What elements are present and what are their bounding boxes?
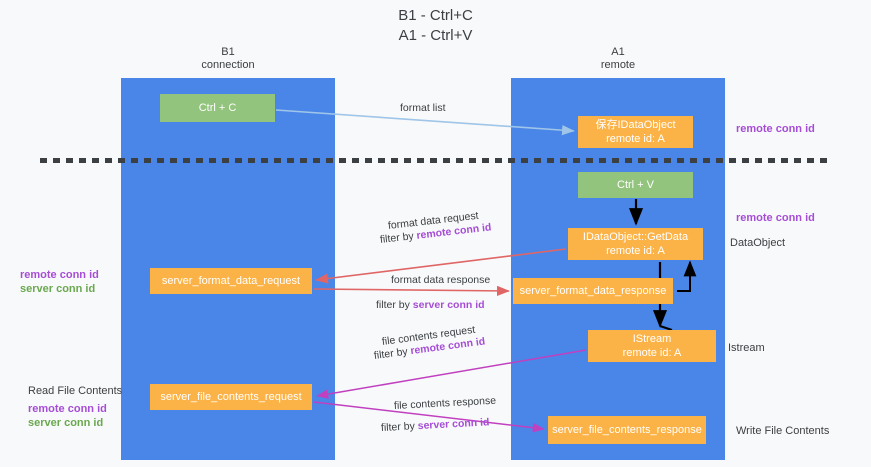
- annotation-read-file-contents: Read File Contents: [28, 385, 123, 397]
- column-b1-name: B1: [221, 46, 235, 58]
- title-line-2: A1 - Ctrl+V: [398, 27, 473, 44]
- node-istream-line2: remote id: A: [622, 347, 682, 359]
- filter-prefix: filter by: [376, 299, 413, 311]
- node-server-format-data-request-label: server_format_data_request: [161, 275, 301, 287]
- annotation-remote-conn-id-top: remote conn id: [736, 123, 815, 135]
- annotation-left-server-conn-id-2: server conn id: [28, 417, 104, 429]
- title-line-1: B1 - Ctrl+C: [398, 7, 473, 24]
- node-ctrl-v-label: Ctrl + V: [617, 179, 654, 191]
- annotation-remote-conn-id-mid: remote conn id: [736, 212, 815, 224]
- filter-key-server-conn-id: server conn id: [412, 299, 485, 311]
- column-header-b1: B1 connection: [121, 46, 335, 72]
- filter-prefix: filter by: [379, 229, 418, 246]
- edge-format-data-response: [313, 285, 510, 296]
- filter-prefix: filter by: [373, 345, 412, 362]
- node-server-file-contents-request[interactable]: server_file_contents_request: [150, 384, 312, 410]
- filter-prefix: filter by: [380, 420, 419, 434]
- page-title: B1 - Ctrl+C A1 - Ctrl+V: [0, 6, 871, 46]
- annotation-dataobject: DataObject: [730, 237, 786, 249]
- node-istream[interactable]: IStream remote id: A: [588, 330, 716, 362]
- node-ctrl-c[interactable]: Ctrl + C: [160, 94, 275, 122]
- node-idataobject[interactable]: 保存IDataObject remote id: A: [578, 116, 693, 148]
- annotation-istream: Istream: [728, 342, 765, 354]
- annotation-left-remote-conn-id: remote conn id: [20, 269, 99, 281]
- node-idataobject-line1: 保存IDataObject: [595, 119, 676, 131]
- node-server-file-contents-request-label: server_file_contents_request: [160, 391, 302, 403]
- phase-divider-dashed-line: [40, 158, 830, 163]
- node-server-file-contents-response-label: server_file_contents_response: [552, 424, 702, 436]
- edge-label-format-data-response-filter: filter by server conn id: [376, 298, 485, 312]
- node-istream-line1: IStream: [632, 333, 672, 345]
- column-b1-role: connection: [201, 59, 255, 71]
- edge-label-file-contents-response-filter: filter by server conn id: [381, 415, 490, 435]
- column-header-a1: A1 remote: [511, 46, 725, 72]
- node-ctrl-v[interactable]: Ctrl + V: [578, 172, 693, 198]
- node-getdata-line2: remote id: A: [606, 245, 665, 257]
- node-server-file-contents-response[interactable]: server_file_contents_response: [548, 416, 706, 444]
- annotation-left-conn-ids-2: remote conn id server conn id: [28, 402, 107, 430]
- edge-label-file-contents-response: file contents response: [393, 394, 497, 412]
- node-server-format-data-request[interactable]: server_format_data_request: [150, 268, 312, 294]
- node-server-format-data-response-label: server_format_data_response: [519, 285, 667, 297]
- annotation-left-server-conn-id: server conn id: [20, 283, 96, 295]
- node-server-format-data-response[interactable]: server_format_data_response: [513, 278, 673, 304]
- annotation-write-file-contents: Write File Contents: [736, 425, 830, 437]
- annotation-left-remote-conn-id-2: remote conn id: [28, 403, 107, 415]
- column-a1-role: remote: [600, 59, 636, 71]
- column-a1-name: A1: [611, 46, 625, 58]
- edge-label-format-data-response: format data response: [391, 274, 491, 286]
- node-ctrl-c-label: Ctrl + C: [198, 102, 237, 114]
- edge-label-format-list: format list: [400, 102, 446, 114]
- node-idataobject-line2: remote id: A: [606, 133, 665, 145]
- node-idataobject-getdata[interactable]: IDataObject::GetData remote id: A: [568, 228, 703, 260]
- filter-key-server-conn-id: server conn id: [417, 416, 490, 433]
- annotation-left-conn-ids: remote conn id server conn id: [20, 268, 99, 296]
- node-getdata-line1: IDataObject::GetData: [582, 231, 689, 243]
